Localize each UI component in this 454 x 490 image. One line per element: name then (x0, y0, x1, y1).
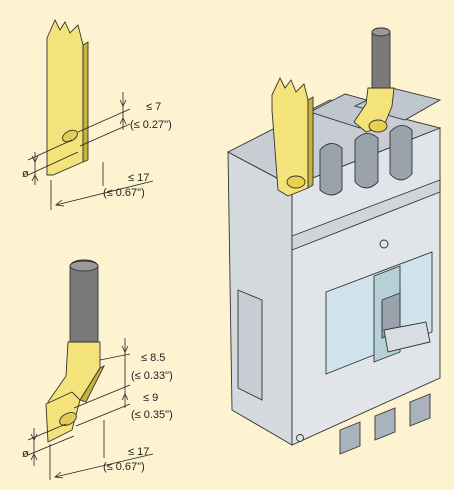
lug-max-width: ≤ 9 (143, 392, 158, 404)
bar-hole (62, 129, 78, 143)
bar-length-dimension (50, 162, 154, 210)
flat-busbar (46, 18, 89, 176)
lug-max-length-in: (≤ 0.67") (103, 461, 145, 473)
terminal-slot-1 (319, 143, 343, 196)
bar-max-length-in: (≤ 0.67") (103, 187, 145, 199)
lug-cable (69, 259, 99, 349)
lug-max-length: ≤ 17 (128, 446, 149, 458)
lug-max-width-in: (≤ 0.35") (131, 409, 173, 421)
breaker-foot-2 (374, 407, 396, 441)
cable-screw (368, 119, 388, 133)
lug-diameter-label: ø (22, 448, 29, 460)
breaker-foot-3 (409, 393, 431, 427)
breaker-toggle (383, 321, 431, 353)
terminal-slot-2 (354, 133, 379, 189)
busbar-screw (286, 175, 306, 189)
bar-diameter-dimension (27, 139, 79, 185)
inserted-busbar (271, 76, 314, 197)
lug-width-dimension (73, 384, 131, 427)
bar-width-dimension (77, 92, 131, 147)
lug-diameter-dimension (27, 423, 75, 466)
lug-max-thickness-in: (≤ 0.33") (131, 370, 173, 382)
breaker-screw (379, 239, 389, 249)
circuit-breaker (227, 87, 442, 455)
lug-hole (59, 412, 77, 426)
bar-max-width: ≤ 7 (146, 101, 161, 113)
breaker-foot-1 (339, 421, 361, 455)
cable-lug (45, 259, 106, 443)
bar-diameter-label: ø (22, 168, 29, 180)
lug-max-thickness: ≤ 8.5 (141, 352, 165, 364)
lug-thickness-dimension (99, 338, 131, 408)
bar-max-length: ≤ 17 (128, 172, 149, 184)
bar-max-width-in: (≤ 0.27") (130, 119, 172, 131)
terminal-slot-3 (389, 125, 413, 181)
lug-length-dimension (49, 420, 154, 480)
inserted-cable (353, 27, 395, 133)
